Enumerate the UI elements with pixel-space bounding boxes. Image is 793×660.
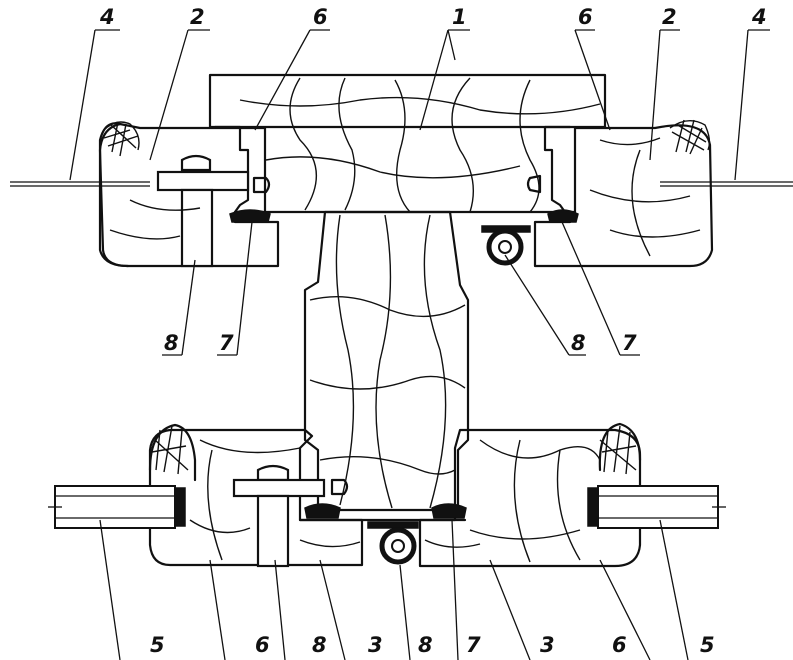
label-6-top-left: 6: [313, 5, 328, 29]
lower-left-bolt-shank: [256, 494, 290, 568]
lower-left-bolt-head: [256, 464, 290, 482]
lower-wood-grain: [189, 439, 601, 563]
lower-right-seal: [587, 487, 599, 527]
upper-left-cap-hatch: [103, 121, 140, 157]
label-7-mid-right: 7: [622, 331, 637, 355]
label-5-bottom-right: 5: [700, 633, 715, 657]
upper-right-ring-inner: [498, 240, 512, 254]
label-6-top-right: 6: [578, 5, 593, 29]
upper-right-ring: [486, 228, 524, 266]
lower-ring-inner: [391, 539, 405, 553]
lower-right-tube: [597, 485, 726, 529]
label-7-mid-left: 7: [219, 331, 234, 355]
lower-left-bolt-plate: [232, 478, 326, 498]
label-5-bottom-left: 5: [150, 633, 165, 657]
lower-left-cap: [148, 423, 197, 482]
label-4-top-right: 4: [751, 5, 767, 29]
label-3-bottom-right: 3: [540, 633, 555, 657]
lower-right-cap-hatch: [599, 425, 637, 475]
lower-left-pad: [304, 503, 341, 519]
upper-wood-grain: [109, 77, 701, 257]
lower-left-tube: [48, 485, 176, 529]
label-7-bottom-center: 7: [466, 633, 481, 657]
label-8-mid-left: 8: [164, 331, 179, 355]
lower-left-cap-hatch: [151, 425, 189, 475]
label-2-top-right: 2: [662, 5, 677, 29]
upper-left-bolt-head: [180, 154, 212, 172]
label-1-top-center: 1: [452, 5, 467, 29]
lower-right-block: [418, 428, 642, 568]
label-8-bottom-left: 8: [312, 633, 327, 657]
upper-left-pad: [229, 209, 271, 223]
label-3-bottom-left: 3: [368, 633, 383, 657]
central-web: [303, 210, 470, 512]
upper-right-clamp: [543, 125, 572, 214]
upper-left-bolt-plate: [156, 170, 250, 192]
label-8-bottom-center: 8: [418, 633, 433, 657]
lower-ring: [379, 527, 417, 565]
lower-nub: [330, 478, 349, 496]
upper-right-block: [533, 124, 714, 268]
label-8-mid-right: 8: [571, 331, 586, 355]
lower-right-pad: [431, 503, 467, 519]
upper-right-cap-hatch: [669, 119, 711, 155]
leader-lines: [69, 29, 770, 660]
upper-left-nub: [252, 176, 271, 194]
label-2-top-left: 2: [190, 5, 205, 29]
top-beam: [208, 73, 607, 129]
upper-right-nub: [526, 174, 542, 194]
upper-left-block: [98, 122, 280, 268]
upper-left-clamp: [213, 125, 250, 214]
lower-ring-bar: [367, 521, 419, 529]
lower-right-cap: [598, 422, 642, 472]
upper-right-pad: [547, 209, 579, 223]
label-6-bottom-left: 6: [255, 633, 270, 657]
web-wood-grain: [309, 214, 466, 509]
label-6-bottom-right: 6: [612, 633, 627, 657]
label-4-top-left: 4: [99, 5, 115, 29]
upper-left-bolt-shank: [180, 188, 214, 268]
